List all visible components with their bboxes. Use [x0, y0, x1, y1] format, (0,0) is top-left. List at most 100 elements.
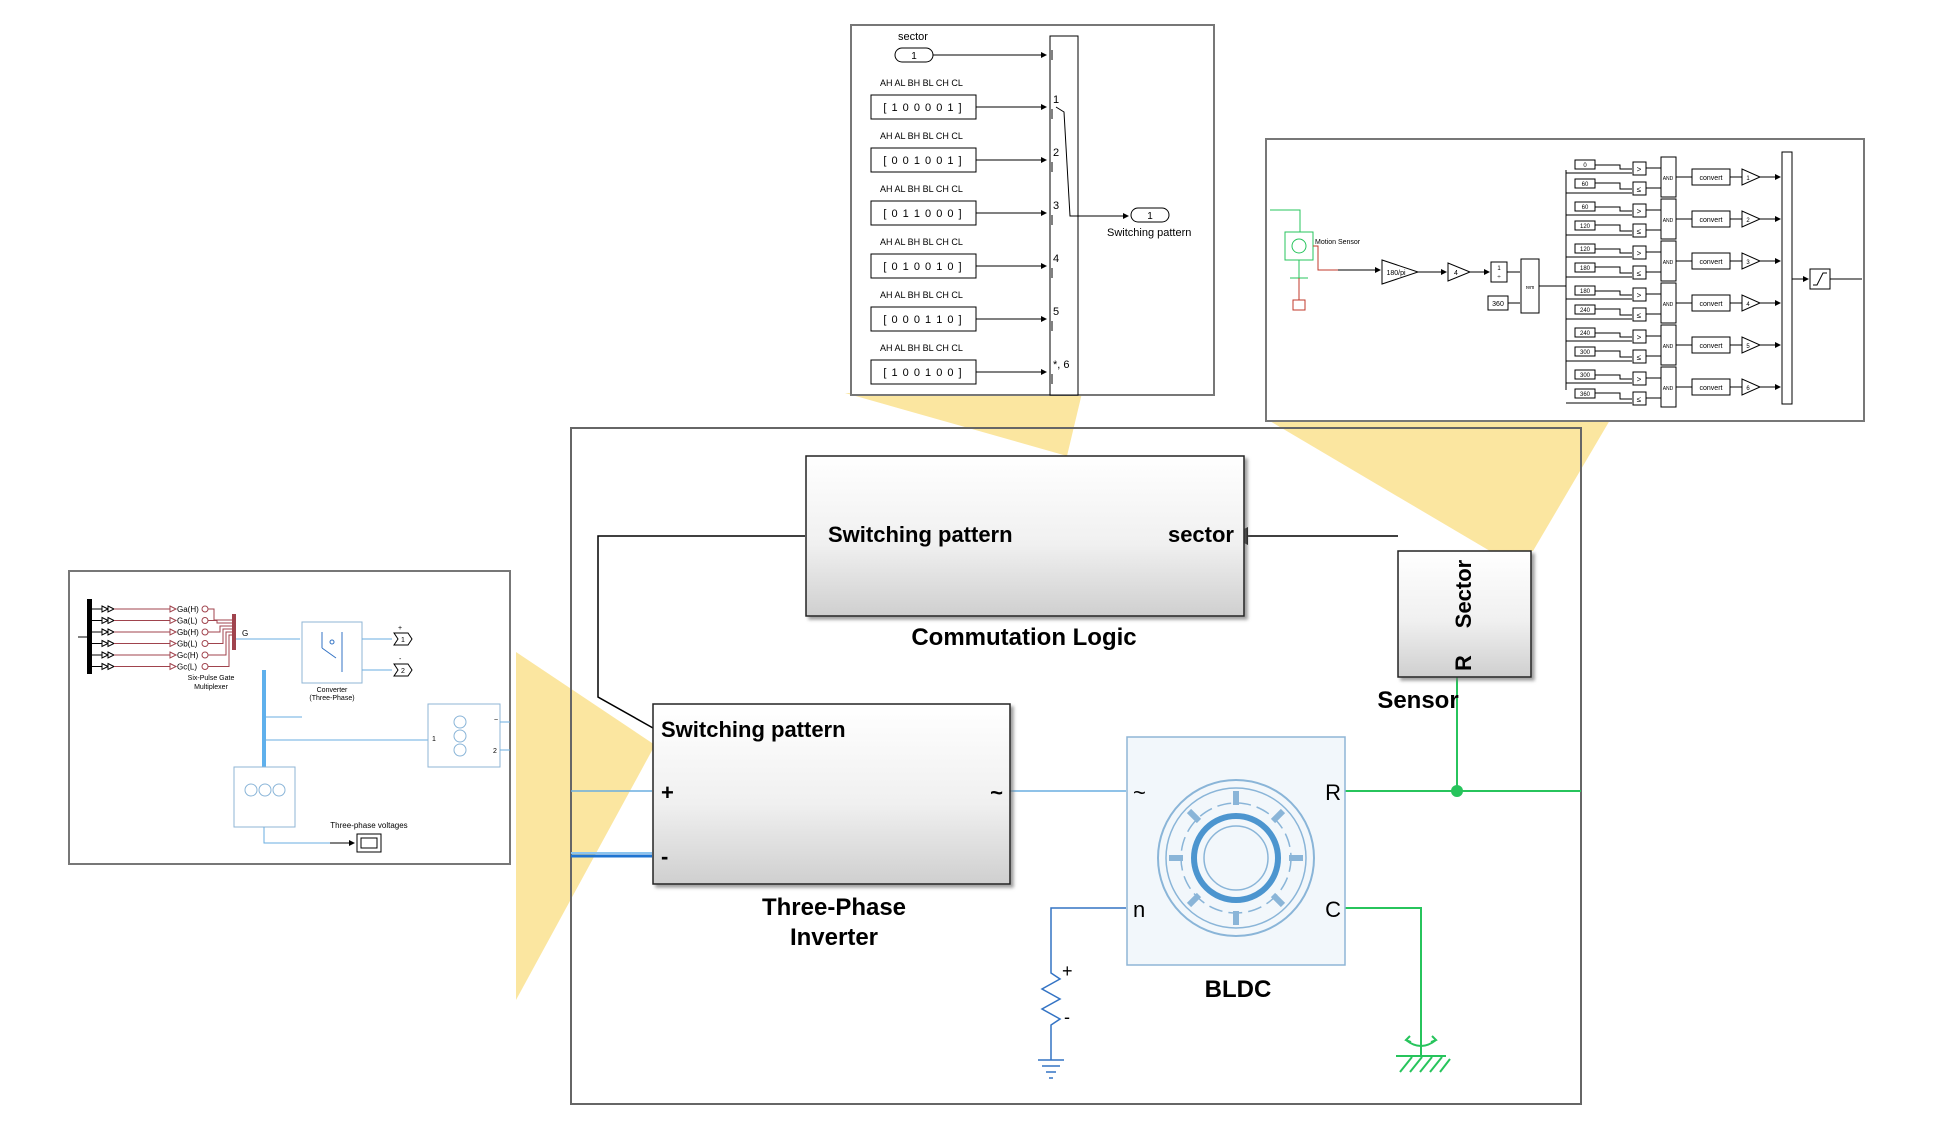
callout-wedge-sensor — [1268, 420, 1610, 551]
outport-1[interactable] — [393, 632, 413, 646]
gate-mux-wire — [208, 608, 232, 621]
le-compare-symbol: ≤ — [1637, 353, 1642, 362]
sector-low-value: 300 — [1580, 373, 1591, 379]
convert-block-label: convert — [1700, 385, 1723, 392]
le-compare-symbol: ≤ — [1637, 227, 1642, 236]
sector-inport-label: sector — [898, 31, 928, 43]
and-block-label: AND — [1663, 344, 1674, 350]
sector-high-value: 300 — [1580, 350, 1591, 356]
gt-compare-symbol: > — [1637, 375, 1642, 384]
sector-gain-block[interactable] — [1741, 336, 1762, 354]
sector-high-value: 360 — [1580, 392, 1591, 398]
inverter-caption-line1: Three-Phase — [762, 894, 906, 921]
pattern-constant[interactable] — [870, 94, 977, 120]
gate-arrow — [101, 605, 110, 613]
sensor-block[interactable]: Sector R — [1397, 550, 1532, 678]
meas-label-minus2: 2 — [493, 748, 497, 755]
bldc-port-ac: ~ — [1133, 780, 1146, 805]
gain-block[interactable] — [1381, 259, 1420, 285]
sector-inport-value: 1 — [911, 51, 917, 62]
six-pulse-gate-multiplexer[interactable] — [232, 614, 236, 650]
current-measurement-block[interactable] — [427, 703, 501, 768]
sector-mux-block[interactable] — [1781, 151, 1793, 405]
sector-gain-block[interactable] — [1741, 252, 1762, 270]
high-wire — [1595, 308, 1632, 316]
commutation-detail-panel: sector 1 AH AL BH BL CH CL[ 1 0 0 0 0 1 … — [850, 24, 1215, 396]
sector-gain-value: 6 — [1746, 386, 1750, 392]
outport-1-sign: + — [398, 625, 402, 632]
commutation-logic-block[interactable]: Switching pattern sector — [805, 455, 1245, 617]
gate-arrow — [107, 639, 116, 648]
dc-voltage-source[interactable]: + - — [1038, 961, 1073, 1079]
bldc-port-c: C — [1325, 897, 1341, 922]
pattern-constant[interactable] — [870, 253, 977, 279]
and-block-label: AND — [1663, 176, 1674, 182]
sector-gain-block[interactable] — [1741, 294, 1762, 312]
gate-port — [201, 651, 209, 659]
gate-arrow — [107, 628, 116, 636]
pattern-constant-value: [ 1 0 0 1 0 0 ] — [883, 367, 962, 379]
pattern-constant[interactable] — [870, 306, 977, 332]
outport-2[interactable] — [393, 663, 413, 677]
bldc-caption: BLDC — [1205, 976, 1272, 1003]
inverter-port-switching-pattern: Switching pattern — [661, 717, 846, 742]
gate-arrow — [101, 616, 110, 625]
converter-three-phase[interactable] — [301, 621, 363, 684]
commutation-port-sector: sector — [1168, 522, 1234, 547]
three-phase-inverter-block[interactable]: Switching pattern + - ~ — [652, 703, 1011, 885]
pattern-constant-value: [ 0 0 0 1 1 0 ] — [883, 314, 962, 326]
gate-port — [201, 617, 209, 624]
inverter-port-minus: - — [661, 844, 668, 869]
bldc-port-r: R — [1325, 780, 1341, 805]
offset-block[interactable] — [1447, 262, 1472, 282]
switch-port-label: 4 — [1053, 253, 1059, 265]
gate-arrow — [107, 651, 116, 659]
callout-wedge-commutation — [845, 393, 1082, 456]
bldc-block[interactable]: ~ n R C — [1126, 736, 1346, 966]
sector-low-value: 60 — [1582, 205, 1589, 211]
gate-mux-wire — [208, 634, 232, 667]
low-wire — [1595, 332, 1632, 338]
switching-pattern-outport[interactable] — [1130, 207, 1170, 223]
sector-gain-block[interactable] — [1741, 168, 1762, 186]
divide-block-sign: ÷ — [1497, 275, 1501, 281]
low-wire — [1595, 206, 1632, 212]
switching-pattern-outport-value: 1 — [1147, 211, 1153, 222]
source-minus: - — [1064, 1007, 1070, 1027]
divide-block-label: 1 — [1497, 266, 1501, 272]
le-compare-symbol: ≤ — [1637, 311, 1642, 320]
and-block-label: AND — [1663, 302, 1674, 308]
main-wires — [571, 527, 1581, 1040]
gain-block-label: 180/pi — [1386, 270, 1406, 277]
mechanical-reference-icon — [1396, 1035, 1451, 1073]
inverter-port-plus: + — [661, 780, 674, 805]
gate-mux-wire — [208, 628, 232, 644]
pattern-constant-value: [ 0 1 1 0 0 0 ] — [883, 208, 962, 220]
convert-block-label: convert — [1700, 217, 1723, 224]
gate-arrow — [101, 662, 110, 671]
sector-low-value: 120 — [1580, 247, 1591, 253]
high-wire — [1595, 224, 1632, 232]
low-wire — [1595, 164, 1632, 170]
converter-switch-icon — [321, 632, 343, 672]
convert-block-label: convert — [1700, 259, 1723, 266]
gt-compare-symbol: > — [1637, 165, 1642, 174]
meas-label-one: 1 — [432, 736, 436, 743]
sector-high-value: 180 — [1580, 266, 1591, 272]
gate-mux-wire — [208, 620, 232, 624]
low-wire — [1595, 290, 1632, 296]
gate-mux-wire — [208, 625, 232, 633]
switching-pattern-outport-label: Switching pattern — [1107, 227, 1191, 239]
le-compare-symbol: ≤ — [1637, 185, 1642, 194]
motion-sensor-label: Motion Sensor — [1315, 239, 1361, 246]
gate-goto-arrow — [169, 639, 178, 648]
gate-goto-rows: Ga(H)Ga(L)Gb(H)Gb(L)Gc(H)Gc(L) — [92, 605, 232, 672]
sector-gain-block[interactable] — [1741, 210, 1762, 228]
sector-gain-value: 3 — [1746, 260, 1750, 266]
sector-gain-value: 1 — [1746, 176, 1750, 182]
voltage-measurement-block[interactable] — [233, 766, 296, 828]
sector-gain-block[interactable] — [1741, 378, 1762, 396]
low-wire — [1595, 248, 1632, 254]
motor-icon — [1157, 779, 1315, 937]
